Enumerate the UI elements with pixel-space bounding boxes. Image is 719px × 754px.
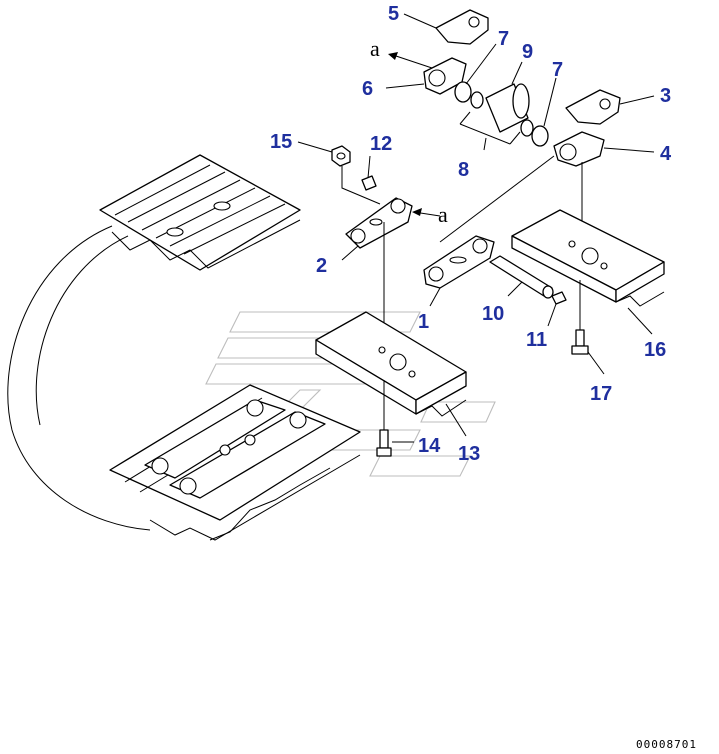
track-shoes-top <box>99 154 301 271</box>
callout-9: 9 <box>522 41 533 63</box>
part-2-track-link <box>341 197 441 362</box>
callout-7-right: 7 <box>552 59 563 81</box>
callout-4: 4 <box>660 143 672 165</box>
callout-12: 12 <box>370 133 392 155</box>
part-13-track-shoe <box>315 311 467 437</box>
part-16-track-shoe <box>511 209 665 335</box>
document-number: 00008701 <box>636 738 697 751</box>
callout-13: 13 <box>458 443 480 465</box>
callout-15: 15 <box>270 131 292 153</box>
callout-7-left: 7 <box>498 28 509 50</box>
part-14-shoe-bolt <box>376 380 414 457</box>
part-4-master-link <box>439 131 655 243</box>
callout-16: 16 <box>644 339 666 361</box>
callout-11: 11 <box>526 329 547 351</box>
part-17-shoe-bolt <box>571 280 605 375</box>
part-15-nut <box>297 141 381 205</box>
part-6-master-link <box>385 52 467 95</box>
callout-14: 14 <box>418 435 441 457</box>
track-links-bottom <box>109 384 361 541</box>
part-1-track-link <box>423 235 495 307</box>
part-11-spacer <box>547 291 567 327</box>
part-12-bolt <box>361 155 377 191</box>
part-5-master-link-half <box>403 9 489 45</box>
callout-1: 1 <box>418 311 429 333</box>
callout-8: 8 <box>458 159 469 181</box>
track-chain-assembly <box>7 154 361 541</box>
callout-6: 6 <box>362 78 373 100</box>
callout-3: 3 <box>660 85 671 107</box>
callout-5: 5 <box>388 3 399 25</box>
part-3-master-link-half <box>565 89 655 125</box>
reference-mark-a-middle: a <box>438 202 448 227</box>
part-10-pin <box>489 255 554 299</box>
reference-mark-a-top: a <box>370 36 380 61</box>
callout-10: 10 <box>482 303 504 325</box>
callout-17: 17 <box>590 383 612 405</box>
parts-7-8-9-bushing-group <box>454 43 557 151</box>
callout-2: 2 <box>316 255 327 277</box>
